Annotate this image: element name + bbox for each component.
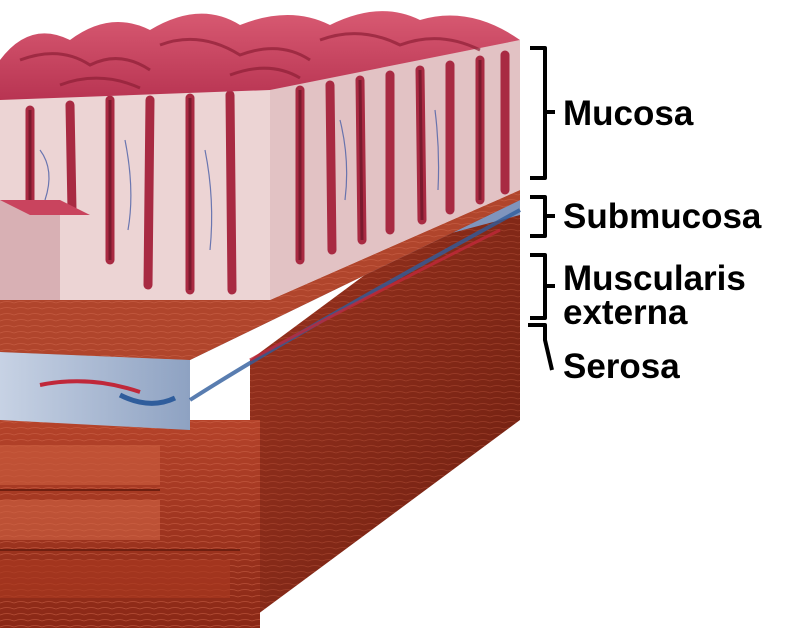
label-muscularis-line1: Muscularis — [563, 262, 746, 296]
label-brackets — [528, 48, 555, 370]
bracket-muscularis — [530, 255, 555, 318]
bracket-mucosa — [530, 48, 555, 178]
label-submucosa: Submucosa — [563, 200, 761, 234]
label-muscularis-line2: externa — [563, 296, 688, 330]
label-mucosa: Mucosa — [563, 97, 693, 131]
submucosa-front-face — [0, 352, 190, 430]
bracket-submucosa — [530, 197, 555, 236]
label-serosa: Serosa — [563, 350, 680, 384]
bracket-serosa — [528, 325, 552, 370]
